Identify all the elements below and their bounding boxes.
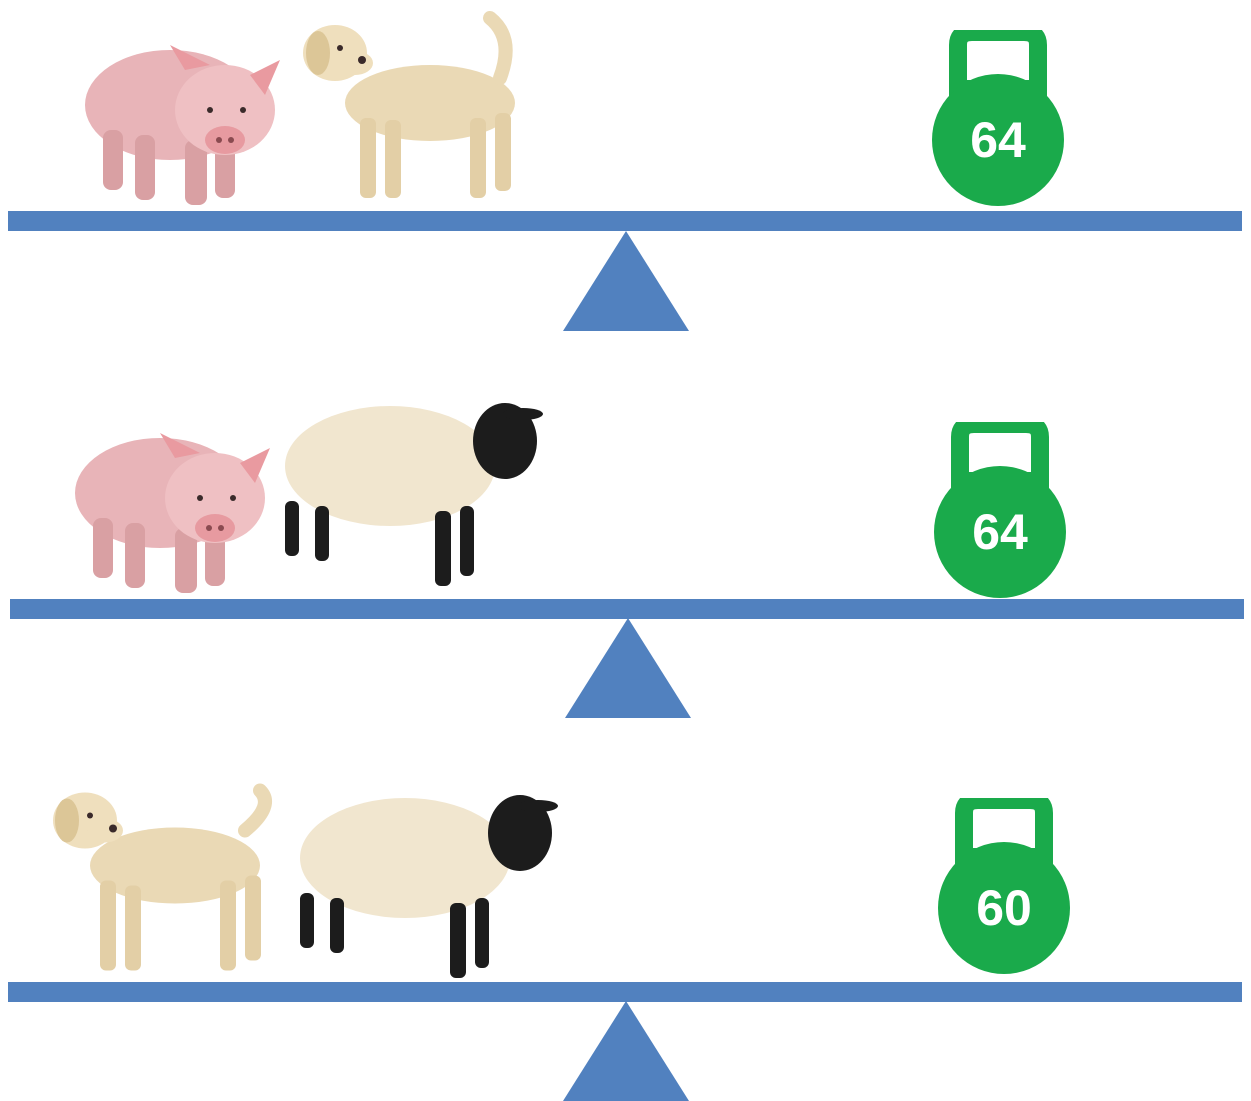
- balance-scale-3: 60: [0, 770, 1251, 1101]
- kettlebell-weight: 64: [932, 422, 1068, 598]
- scale-fulcrum: [563, 1001, 689, 1101]
- kettlebell-weight: 64: [930, 30, 1066, 206]
- kettlebell-weight: 60: [936, 798, 1072, 974]
- pig-icon: [75, 433, 270, 593]
- scale-beam: [8, 982, 1242, 1002]
- balance-scale-2: 64: [0, 388, 1251, 720]
- sheep-icon: [300, 795, 558, 978]
- balance-scale-1: 64: [0, 0, 1251, 332]
- kettlebell-icon: [938, 798, 1070, 974]
- pig-icon: [85, 45, 280, 205]
- sheep-icon: [285, 403, 543, 586]
- weight-value: 64: [972, 504, 1028, 560]
- weight-value: 60: [976, 880, 1032, 936]
- kettlebell-icon: [934, 422, 1066, 598]
- dog-icon: [53, 783, 272, 971]
- weight-value: 64: [970, 112, 1026, 168]
- scale-fulcrum: [563, 231, 689, 331]
- kettlebell-icon: [932, 30, 1064, 206]
- scale-beam: [8, 211, 1242, 231]
- scale-beam: [10, 599, 1244, 619]
- dog-icon: [303, 11, 515, 198]
- scale-fulcrum: [565, 618, 691, 718]
